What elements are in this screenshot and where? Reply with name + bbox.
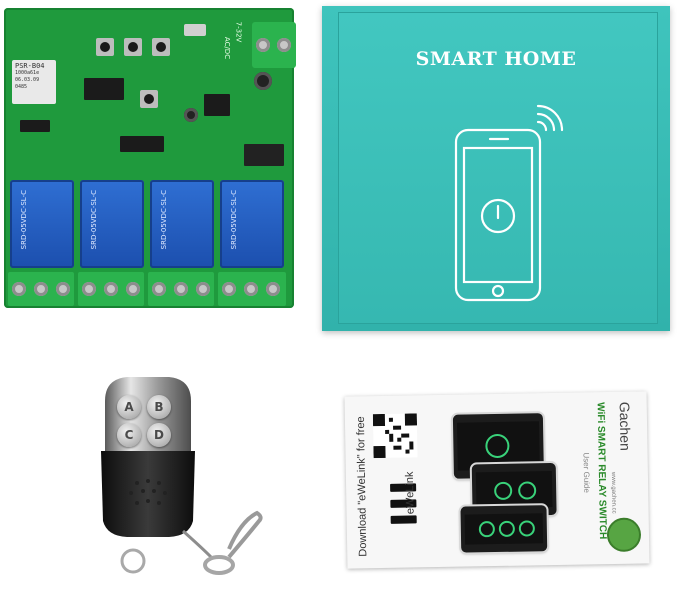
relay-1: SRD-05VDC-SL-C [10,180,74,268]
capacitor-small [184,108,198,122]
pcb-button-3 [152,38,170,56]
relay-4: SRD-05VDC-SL-C [220,180,284,268]
android-badge [390,515,417,524]
remote-button-b: B [147,395,171,419]
ic-chip-3 [204,94,230,116]
usb-port [184,24,206,36]
module-line2: 1000a61e [15,70,40,76]
pcb-button-4 [140,90,158,108]
rf-receiver [244,144,284,166]
user-guide-label: User Guide [581,452,592,493]
qr-code [372,413,418,459]
terminal-block-3 [148,272,214,306]
module-line3: 06.03.09 [15,77,40,83]
terminal-block-4 [218,272,286,306]
product-box: SMART HOME [322,6,670,331]
remote-button-a: A [117,395,141,419]
user-manual: Download "eWeLink" for free eWeLink Gach… [344,391,650,569]
download-text: Download "eWeLink" for free [354,416,370,557]
website-label: www.gachen.cc [609,471,617,514]
relay-board: PSR-B04 1000a61e 06.03.09 0485 7-32V AC/… [4,8,296,308]
terminal-block-2 [78,272,144,306]
acdc-label: AC/DC [223,36,232,60]
wifi-module: PSR-B04 1000a61e 06.03.09 0485 [12,60,56,104]
remote-button-c: C [117,423,141,447]
pcb-button-2 [124,38,142,56]
module-line4: 0485 [15,84,28,90]
ic-chip-2 [120,136,164,152]
remote-button-d: D [147,423,171,447]
voltage-label: 7-32V [234,21,243,43]
ic-chip-4 [20,120,50,132]
eco-badge-icon [606,517,642,553]
app-name: eWeLink [403,471,417,515]
relay-3: SRD-05VDC-SL-C [150,180,214,268]
product-title: WiFi SMART RELAY SWITCH [594,402,609,540]
box-front [338,12,658,324]
keyfob-remote-icon: A B C D [95,375,263,575]
power-terminal [252,22,296,68]
pcb-button-1 [96,38,114,56]
smartphone-wifi-power-icon [454,104,564,302]
terminal-block-1 [8,272,74,306]
box-title: SMART HOME [415,48,577,70]
brand-name: Gachen [616,401,634,451]
ic-chip-1 [84,78,124,100]
capacitor [254,72,272,90]
manual-phone-3 [460,505,548,553]
relay-2: SRD-05VDC-SL-C [80,180,144,268]
module-label: PSR-B04 [15,62,45,70]
